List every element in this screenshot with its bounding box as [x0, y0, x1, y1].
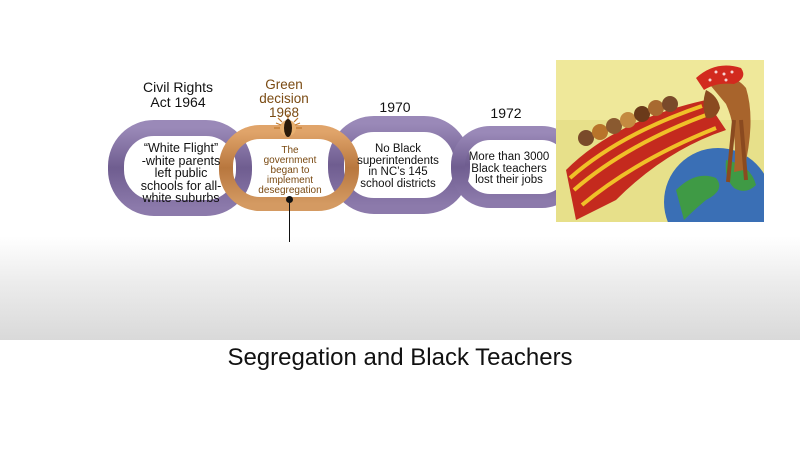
event-heading-1968: Green decision 1968 — [259, 77, 309, 121]
woman-globe-illustration — [556, 60, 764, 222]
event-heading-1964: Civil Rights Act 1964 — [142, 79, 213, 110]
event-heading-1970: 1970 — [379, 99, 411, 115]
background-band — [0, 236, 800, 340]
slide-title: Segregation and Black Teachers — [227, 344, 573, 371]
pointer-dot — [286, 196, 293, 203]
pointer-line — [289, 200, 290, 242]
event-text-1972: More than 3000 Black teachers lost their… — [468, 151, 550, 186]
chain-link-1964 — [108, 120, 252, 216]
event-text-1964: “White Flight” -white parents left publi… — [140, 141, 222, 205]
event-text-1968: The government began to implement desegr… — [258, 145, 322, 196]
event-text-1970: No Black superintendents in NC’s 145 sch… — [357, 143, 439, 190]
sunburst-icon — [274, 114, 302, 137]
event-heading-1972: 1972 — [490, 105, 522, 121]
